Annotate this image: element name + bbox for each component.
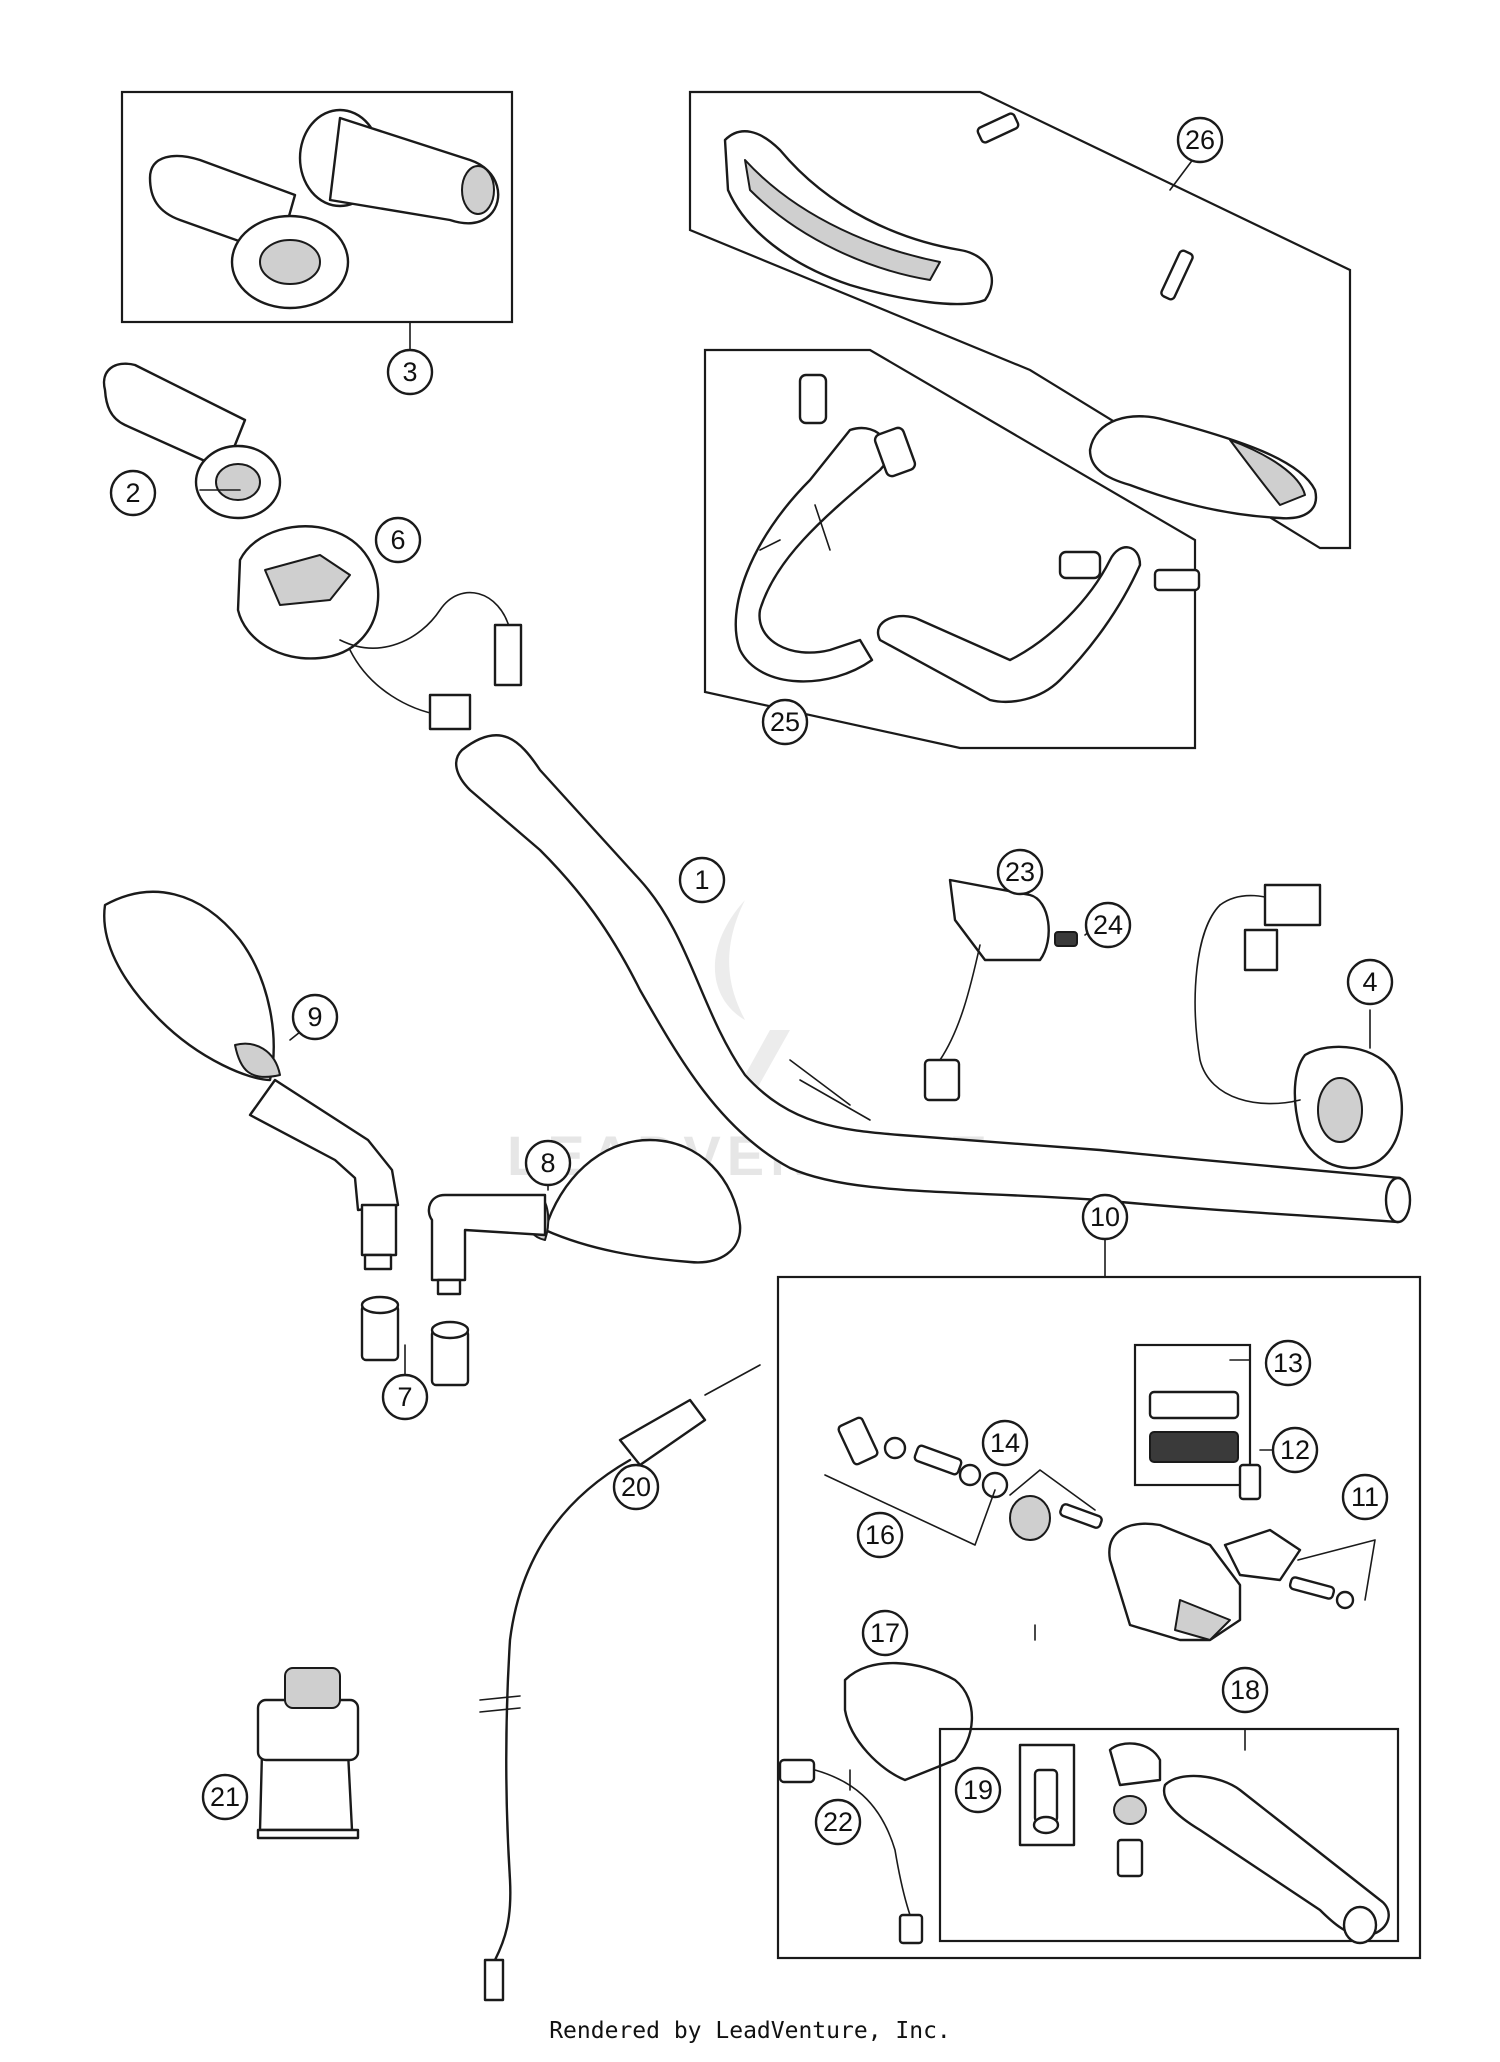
svg-text:22: 22 — [823, 1807, 853, 1837]
callout-18: 18 — [1221, 1666, 1269, 1714]
callout-7: 7 — [381, 1373, 429, 1421]
lever-cover[interactable] — [843, 1661, 974, 1782]
svg-text:26: 26 — [1185, 125, 1215, 155]
callout-12: 12 — [1271, 1426, 1319, 1474]
reservoir-lid[interactable] — [1148, 1390, 1240, 1463]
callout-25: 25 — [761, 698, 809, 746]
svg-text:23: 23 — [1005, 857, 1035, 887]
handguard-shell-box — [688, 90, 1352, 550]
handguard-shell-right[interactable] — [1088, 249, 1318, 520]
adjuster[interactable] — [1108, 1742, 1162, 1878]
svg-text:16: 16 — [865, 1520, 895, 1550]
handguard-bracket-right[interactable] — [876, 546, 1201, 703]
throttle-grip[interactable] — [102, 362, 282, 520]
callout-6: 6 — [374, 516, 422, 564]
svg-text:19: 19 — [963, 1775, 993, 1805]
sleeve[interactable] — [1238, 1463, 1262, 1501]
handguard-bracket-left[interactable] — [734, 373, 917, 683]
grip-right[interactable] — [298, 108, 500, 225]
grip-left[interactable] — [148, 154, 350, 310]
callout-9: 9 — [291, 993, 339, 1041]
callout-17: 17 — [861, 1609, 909, 1657]
clutch-cable[interactable] — [479, 1364, 761, 2002]
master-cylinder-box — [776, 1275, 1422, 1960]
master-cylinder[interactable] — [1108, 1522, 1302, 1642]
svg-text:9: 9 — [307, 1002, 322, 1032]
callout-2: 2 — [109, 469, 157, 517]
left-switch[interactable] — [236, 525, 523, 731]
svg-text:7: 7 — [397, 1382, 412, 1412]
lever-box — [938, 1727, 1400, 1943]
clutch-sensor[interactable] — [778, 1758, 924, 1945]
svg-text:12: 12 — [1280, 1435, 1310, 1465]
callout-10: 10 — [1081, 1193, 1129, 1241]
svg-text:18: 18 — [1230, 1675, 1260, 1705]
svg-text:11: 11 — [1351, 1482, 1379, 1512]
svg-text:2: 2 — [125, 478, 140, 508]
right-switch-small[interactable] — [923, 878, 1078, 1102]
callout-16: 16 — [856, 1511, 904, 1559]
svg-text:4: 4 — [1362, 967, 1377, 997]
svg-text:25: 25 — [770, 707, 800, 737]
handguard-shell-left[interactable] — [723, 112, 1020, 306]
mirror-plugs[interactable] — [360, 1295, 470, 1387]
callout-1: 1 — [678, 856, 726, 904]
grips-box — [120, 90, 514, 324]
clutch-lever[interactable] — [1162, 1774, 1390, 1945]
handlebar[interactable] — [454, 733, 1412, 1224]
svg-text:21: 21 — [210, 1782, 240, 1812]
svg-text:13: 13 — [1273, 1348, 1303, 1378]
callout-11: 11 — [1341, 1473, 1389, 1521]
svg-text:17: 17 — [870, 1618, 900, 1648]
oil-can[interactable] — [256, 1667, 360, 1840]
mirror-left[interactable] — [103, 890, 400, 1271]
callout-14: 14 — [981, 1419, 1029, 1467]
callout-24: 24 — [1084, 901, 1132, 949]
callout-13: 13 — [1264, 1339, 1312, 1387]
pin-set[interactable] — [1288, 1539, 1376, 1610]
svg-text:8: 8 — [540, 1148, 555, 1178]
reservoir-lid-box — [1133, 1343, 1252, 1487]
svg-text:24: 24 — [1093, 910, 1123, 940]
callout-4: 4 — [1346, 958, 1394, 1006]
svg-text:14: 14 — [990, 1428, 1020, 1458]
callout-3: 3 — [386, 348, 434, 396]
footer-credit: Rendered by LeadVenture, Inc. — [549, 2018, 951, 2044]
svg-text:1: 1 — [694, 865, 709, 895]
piston-kit[interactable] — [824, 1416, 1103, 1546]
callout-26: 26 — [1176, 116, 1224, 164]
right-switch[interactable] — [1194, 883, 1403, 1170]
handguard-box — [703, 348, 1197, 750]
callout-20: 20 — [612, 1463, 660, 1511]
callout-22: 22 — [814, 1798, 862, 1846]
svg-text:3: 3 — [402, 357, 417, 387]
svg-text:20: 20 — [621, 1472, 651, 1502]
mirror-right[interactable] — [427, 1138, 742, 1296]
callout-8: 8 — [524, 1139, 572, 1187]
svg-text:6: 6 — [390, 525, 405, 555]
lever-pivot[interactable] — [1018, 1743, 1076, 1847]
callout-19: 19 — [954, 1766, 1002, 1814]
callout-21: 21 — [201, 1773, 249, 1821]
svg-text:10: 10 — [1090, 1202, 1120, 1232]
callout-23: 23 — [996, 848, 1044, 896]
